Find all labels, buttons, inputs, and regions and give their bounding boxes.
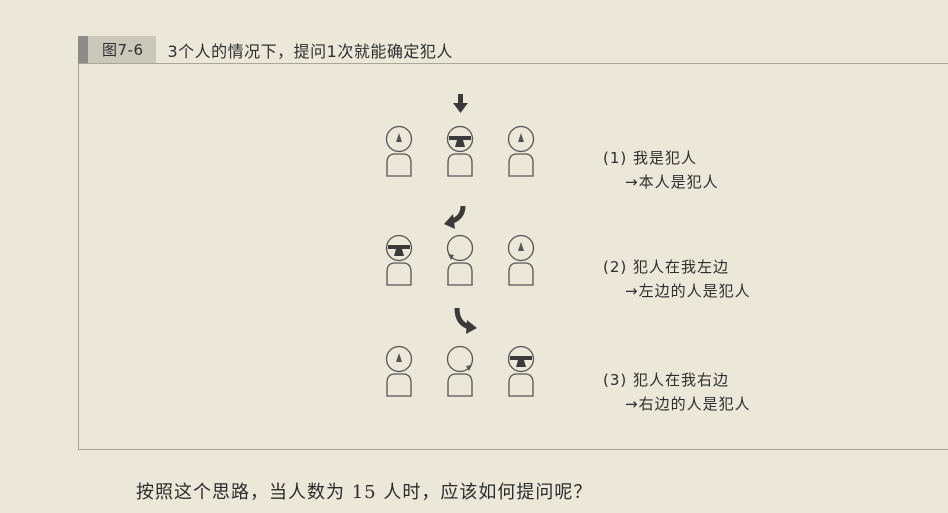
row1-person-right bbox=[507, 125, 535, 177]
row2-person-middle bbox=[446, 234, 474, 286]
figure-title: 3个人的情况下，提问1次就能确定犯人 bbox=[167, 41, 453, 61]
figure-number: 图7-6 bbox=[88, 36, 156, 63]
figure-header-bar bbox=[78, 36, 88, 63]
row3-curved-arrow-icon bbox=[454, 307, 477, 334]
row2-result: →左边的人是犯人 bbox=[625, 282, 751, 300]
row1-result: →本人是犯人 bbox=[625, 173, 719, 191]
row1-person-left bbox=[385, 125, 413, 177]
row1-arrow-down-icon bbox=[453, 94, 468, 113]
figure-frame bbox=[78, 63, 948, 450]
row2-person-left-culprit bbox=[385, 234, 413, 286]
row3-answer: (3) 犯人在我右边 bbox=[603, 371, 730, 389]
figure-header: 图7-6 3个人的情况下，提问1次就能确定犯人 bbox=[78, 36, 948, 63]
row2-person-right bbox=[507, 234, 535, 286]
row1-answer: (1) 我是犯人 bbox=[603, 149, 698, 167]
row3-result: →右边的人是犯人 bbox=[625, 395, 751, 413]
row3-person-middle bbox=[446, 345, 474, 397]
row3-person-right-culprit bbox=[507, 345, 535, 397]
row2-curved-arrow-icon bbox=[444, 205, 466, 229]
body-question-text: 按照这个思路，当人数为 15 人时，应该如何提问呢？ bbox=[136, 482, 593, 503]
row1-person-middle-culprit bbox=[446, 125, 474, 177]
row2-answer: (2) 犯人在我左边 bbox=[603, 258, 730, 276]
row3-person-left bbox=[385, 345, 413, 397]
